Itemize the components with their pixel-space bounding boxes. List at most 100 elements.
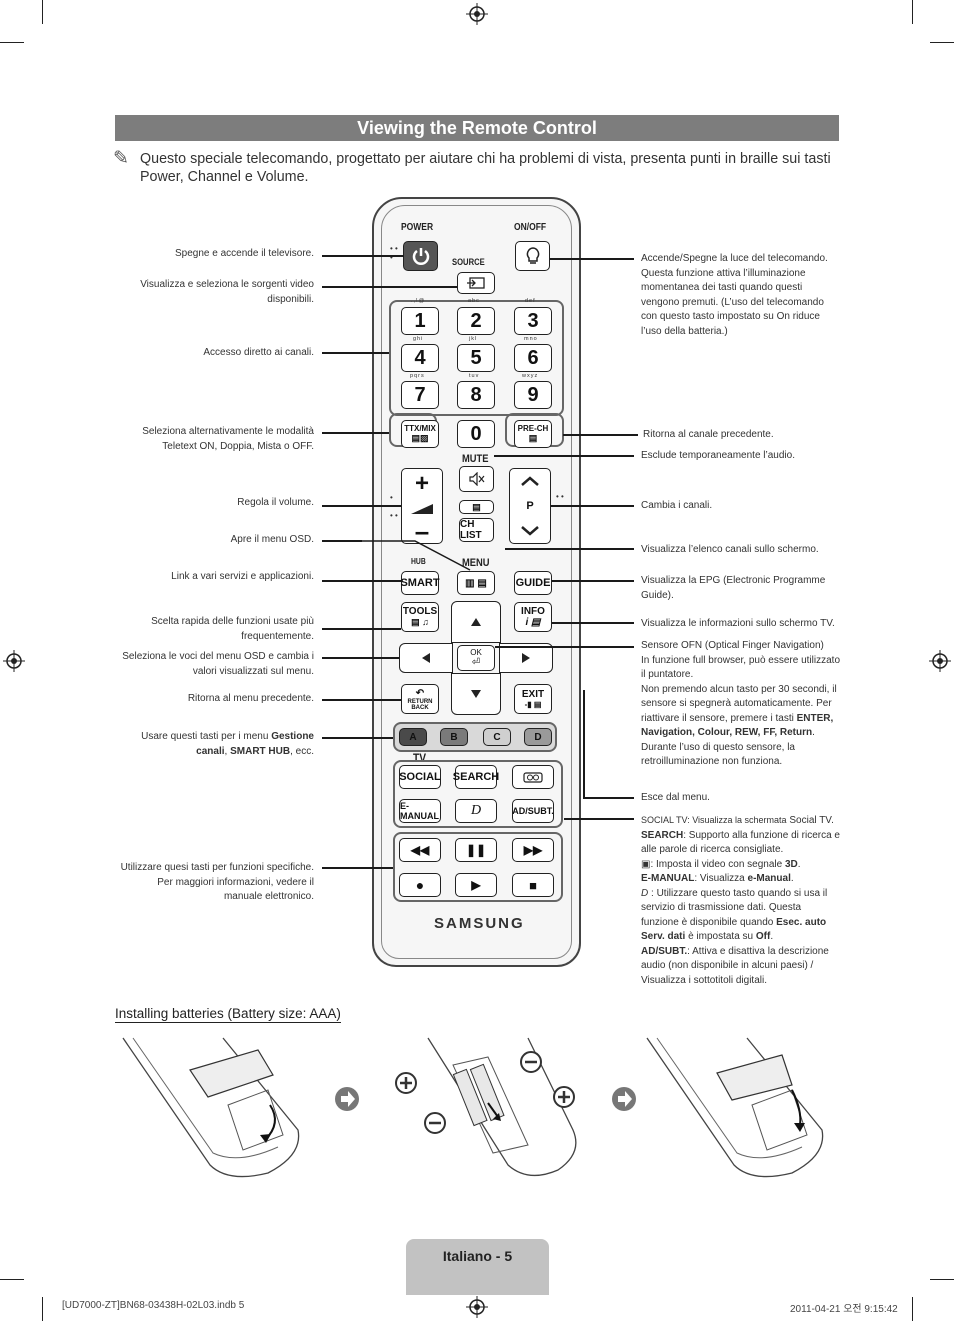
rewind-icon: ◀◀ — [410, 843, 430, 857]
key-letters: abc — [468, 298, 480, 304]
number-key-8[interactable]: 8 — [457, 381, 495, 409]
tools-button[interactable]: TOOLS▤ ♫ — [401, 602, 439, 632]
3d-button[interactable] — [512, 765, 554, 789]
number-key-2[interactable]: 2 — [457, 307, 495, 335]
leader-line — [322, 580, 401, 582]
annotation-info: Visualizza le informazioni sullo schermo… — [641, 618, 835, 629]
leader-line — [505, 548, 634, 550]
smart-tv-group — [393, 760, 563, 828]
color-key-c[interactable]: C — [483, 728, 511, 746]
return-icon: ↶ — [415, 687, 425, 699]
number-key-7[interactable]: 7 — [401, 381, 439, 409]
fast-forward-button[interactable]: ▶▶ — [512, 838, 554, 862]
leader-line — [322, 737, 393, 739]
number-key-1[interactable]: 1 — [401, 307, 439, 335]
key-letters: wxyz — [522, 373, 539, 379]
battery-step-3-illustration — [646, 1037, 824, 1178]
menu-button[interactable]: ▥ ▤ — [457, 571, 495, 595]
registration-mark-icon — [466, 1296, 488, 1318]
annotation-channel: Cambia i canali. — [641, 500, 713, 511]
crop-mark — [42, 1297, 43, 1321]
leader-line — [552, 622, 634, 624]
arrow-right-icon — [522, 653, 530, 663]
annotation-exit: Esce dal menu. — [641, 792, 710, 803]
ttx-mix-button[interactable]: TTX/MIX▤▨ — [401, 420, 439, 448]
light-bulb-icon — [526, 247, 539, 264]
leader-line — [322, 286, 457, 288]
exit-button[interactable]: EXIT-▮ ▤ — [514, 684, 552, 714]
channel-rocker[interactable]: P — [509, 468, 551, 544]
arrow-right-circle-icon — [335, 1087, 359, 1111]
ok-enter-button[interactable]: OK⏎ — [457, 645, 495, 671]
leader-line — [322, 505, 401, 507]
page-title: Viewing the Remote Control — [115, 115, 839, 141]
key-letters: def — [525, 298, 536, 304]
number-key-0[interactable]: 0 — [457, 420, 495, 448]
number-key-5[interactable]: 5 — [457, 344, 495, 372]
leader-line — [583, 797, 634, 799]
nav-up-button[interactable] — [451, 601, 501, 643]
stop-button[interactable]: ■ — [512, 873, 554, 897]
power-button[interactable] — [403, 241, 438, 271]
annotation-menu: Apre il menu OSD. — [230, 534, 314, 545]
crop-mark — [930, 42, 954, 43]
registration-mark-icon — [3, 650, 25, 672]
info-label: INFO — [521, 606, 545, 617]
rewind-button[interactable]: ◀◀ — [399, 838, 441, 862]
e-manual-button[interactable]: E-MANUAL — [399, 799, 441, 823]
battery-section-title: Installing batteries (Battery size: AAA) — [115, 1006, 341, 1023]
leader-line — [494, 455, 634, 457]
search-button[interactable]: SEARCH — [453, 765, 499, 789]
record-button[interactable]: ● — [399, 873, 441, 897]
source-button[interactable] — [457, 272, 495, 294]
tools-icon: ▤ ♫ — [411, 617, 429, 627]
pre-ch-button[interactable]: PRE-CH▤ — [514, 420, 552, 448]
leader-line — [322, 540, 362, 542]
crop-mark — [0, 1279, 24, 1280]
leader-line — [551, 505, 634, 507]
info-lock-button[interactable]: ▤ — [459, 500, 494, 514]
onoff-light-button[interactable] — [515, 241, 550, 271]
annotation-source: Visualizza e seleziona le sorgenti video… — [140, 279, 314, 305]
number-key-3[interactable]: 3 — [514, 307, 552, 335]
menu-label: MENU — [462, 557, 490, 569]
annotation-numbers: Accesso diretto ai canali. — [203, 347, 314, 358]
color-key-a[interactable]: A — [399, 728, 427, 746]
exit-label: EXIT — [521, 689, 545, 700]
number-key-4[interactable]: 4 — [401, 344, 439, 372]
smart-hub-button[interactable]: SMART — [400, 571, 440, 595]
social-tv-button[interactable]: SOCIAL — [399, 765, 441, 789]
pause-button[interactable]: ❚❚ — [455, 838, 497, 862]
volume-rocker[interactable]: + – — [401, 468, 443, 544]
number-key-6[interactable]: 6 — [514, 344, 552, 372]
color-key-d[interactable]: D — [524, 728, 552, 746]
volume-down-icon: – — [414, 516, 430, 546]
ch-list-button[interactable]: CH LIST — [459, 518, 494, 542]
crop-mark — [0, 42, 24, 43]
guide-button[interactable]: GUIDE — [514, 571, 552, 595]
brand-logo: SAMSUNG — [434, 915, 525, 932]
source-label: SOURCE — [452, 257, 485, 267]
annotation-nav: Seleziona le voci del menu OSD e cambia … — [122, 651, 314, 677]
play-icon: ▶ — [471, 878, 481, 892]
lock-icon: ▤ — [472, 501, 481, 512]
ad-subt-button[interactable]: AD/SUBT. — [512, 799, 554, 823]
nav-left-button[interactable] — [399, 643, 453, 673]
key-letters: pqrs — [410, 373, 425, 379]
back-label: BACK — [411, 704, 429, 711]
leader-line — [360, 540, 362, 542]
number-key-9[interactable]: 9 — [514, 381, 552, 409]
annotation-power: Spegne e accende il televisore. — [175, 248, 314, 259]
annotation-chlist: Visualizza l’elenco canali sullo schermo… — [641, 544, 819, 555]
annotation-color-keys: Usare questi tasti per i menu Gestione c… — [141, 731, 314, 757]
nav-down-button[interactable] — [451, 673, 501, 715]
nav-right-button[interactable] — [499, 643, 553, 673]
annotation-smart: Link a vari servizi e applicazioni. — [171, 571, 314, 582]
color-key-b[interactable]: B — [440, 728, 468, 746]
play-button[interactable]: ▶ — [455, 873, 497, 897]
mute-button[interactable] — [459, 466, 494, 492]
data-service-button[interactable]: D — [455, 799, 497, 823]
annotation-tv-keys: SOCIAL TV: Visualizza la schermata Socia… — [641, 815, 840, 986]
